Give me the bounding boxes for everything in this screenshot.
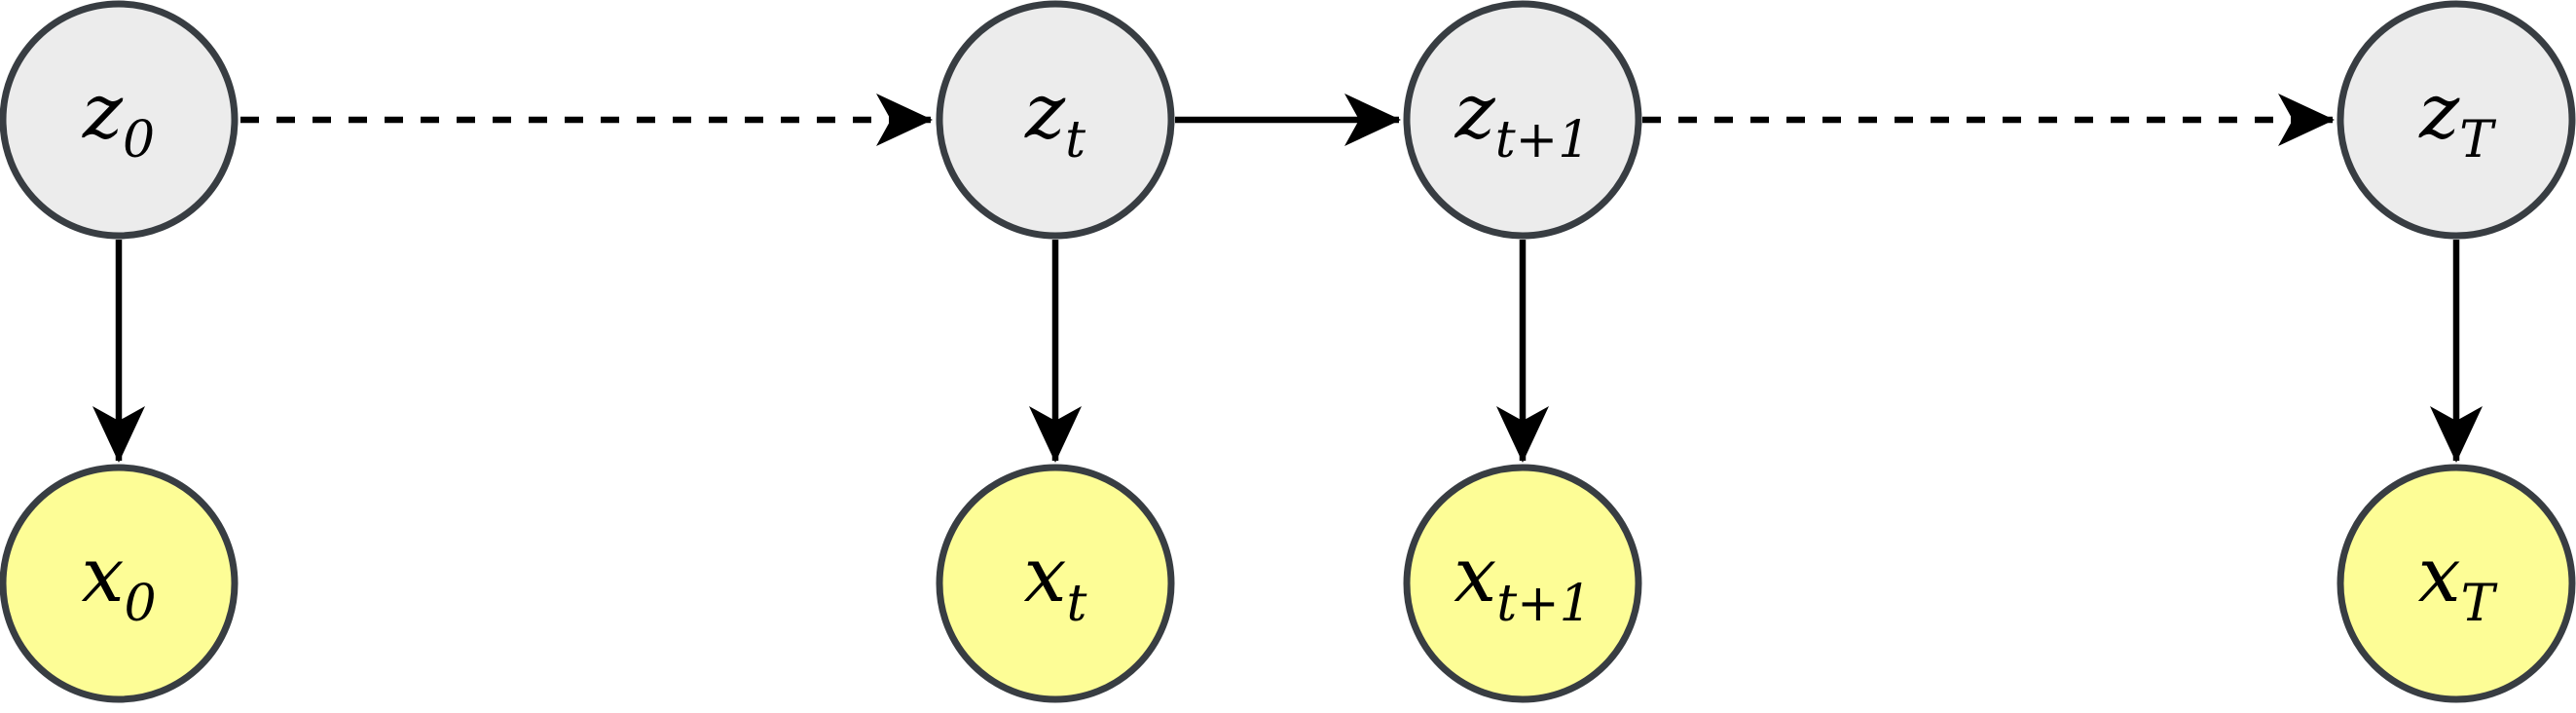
node-z0: z0 xyxy=(0,0,239,240)
node-zt1-circle xyxy=(1403,0,1642,240)
node-xT-label: xT xyxy=(2418,532,2498,633)
node-zt-label: zt xyxy=(1024,68,1086,169)
node-xt1-circle xyxy=(1403,464,1642,703)
node-zt-circle xyxy=(936,0,1175,240)
node-xt-label: xt xyxy=(1024,532,1087,633)
node-xt: xt xyxy=(936,464,1175,703)
node-xt1: xt+1 xyxy=(1403,464,1642,703)
node-zt: zt xyxy=(936,0,1175,240)
node-zT-circle xyxy=(2337,0,2576,240)
node-x0: x0 xyxy=(0,464,239,703)
node-xt-circle xyxy=(936,464,1175,703)
node-z0-label: z0 xyxy=(82,68,155,169)
edges-layer xyxy=(92,94,2483,463)
node-zt1: zt+1 xyxy=(1403,0,1642,240)
node-x0-label: x0 xyxy=(81,532,156,633)
node-z0-circle xyxy=(0,0,239,240)
node-xT-circle xyxy=(2337,464,2576,703)
node-zt1-label: zt+1 xyxy=(1454,68,1591,169)
node-zT: zT xyxy=(2337,0,2576,240)
node-xt1-label: xt+1 xyxy=(1454,532,1592,633)
node-zT-label: zT xyxy=(2418,68,2496,169)
node-xT: xT xyxy=(2337,464,2576,703)
node-x0-circle xyxy=(0,464,239,703)
